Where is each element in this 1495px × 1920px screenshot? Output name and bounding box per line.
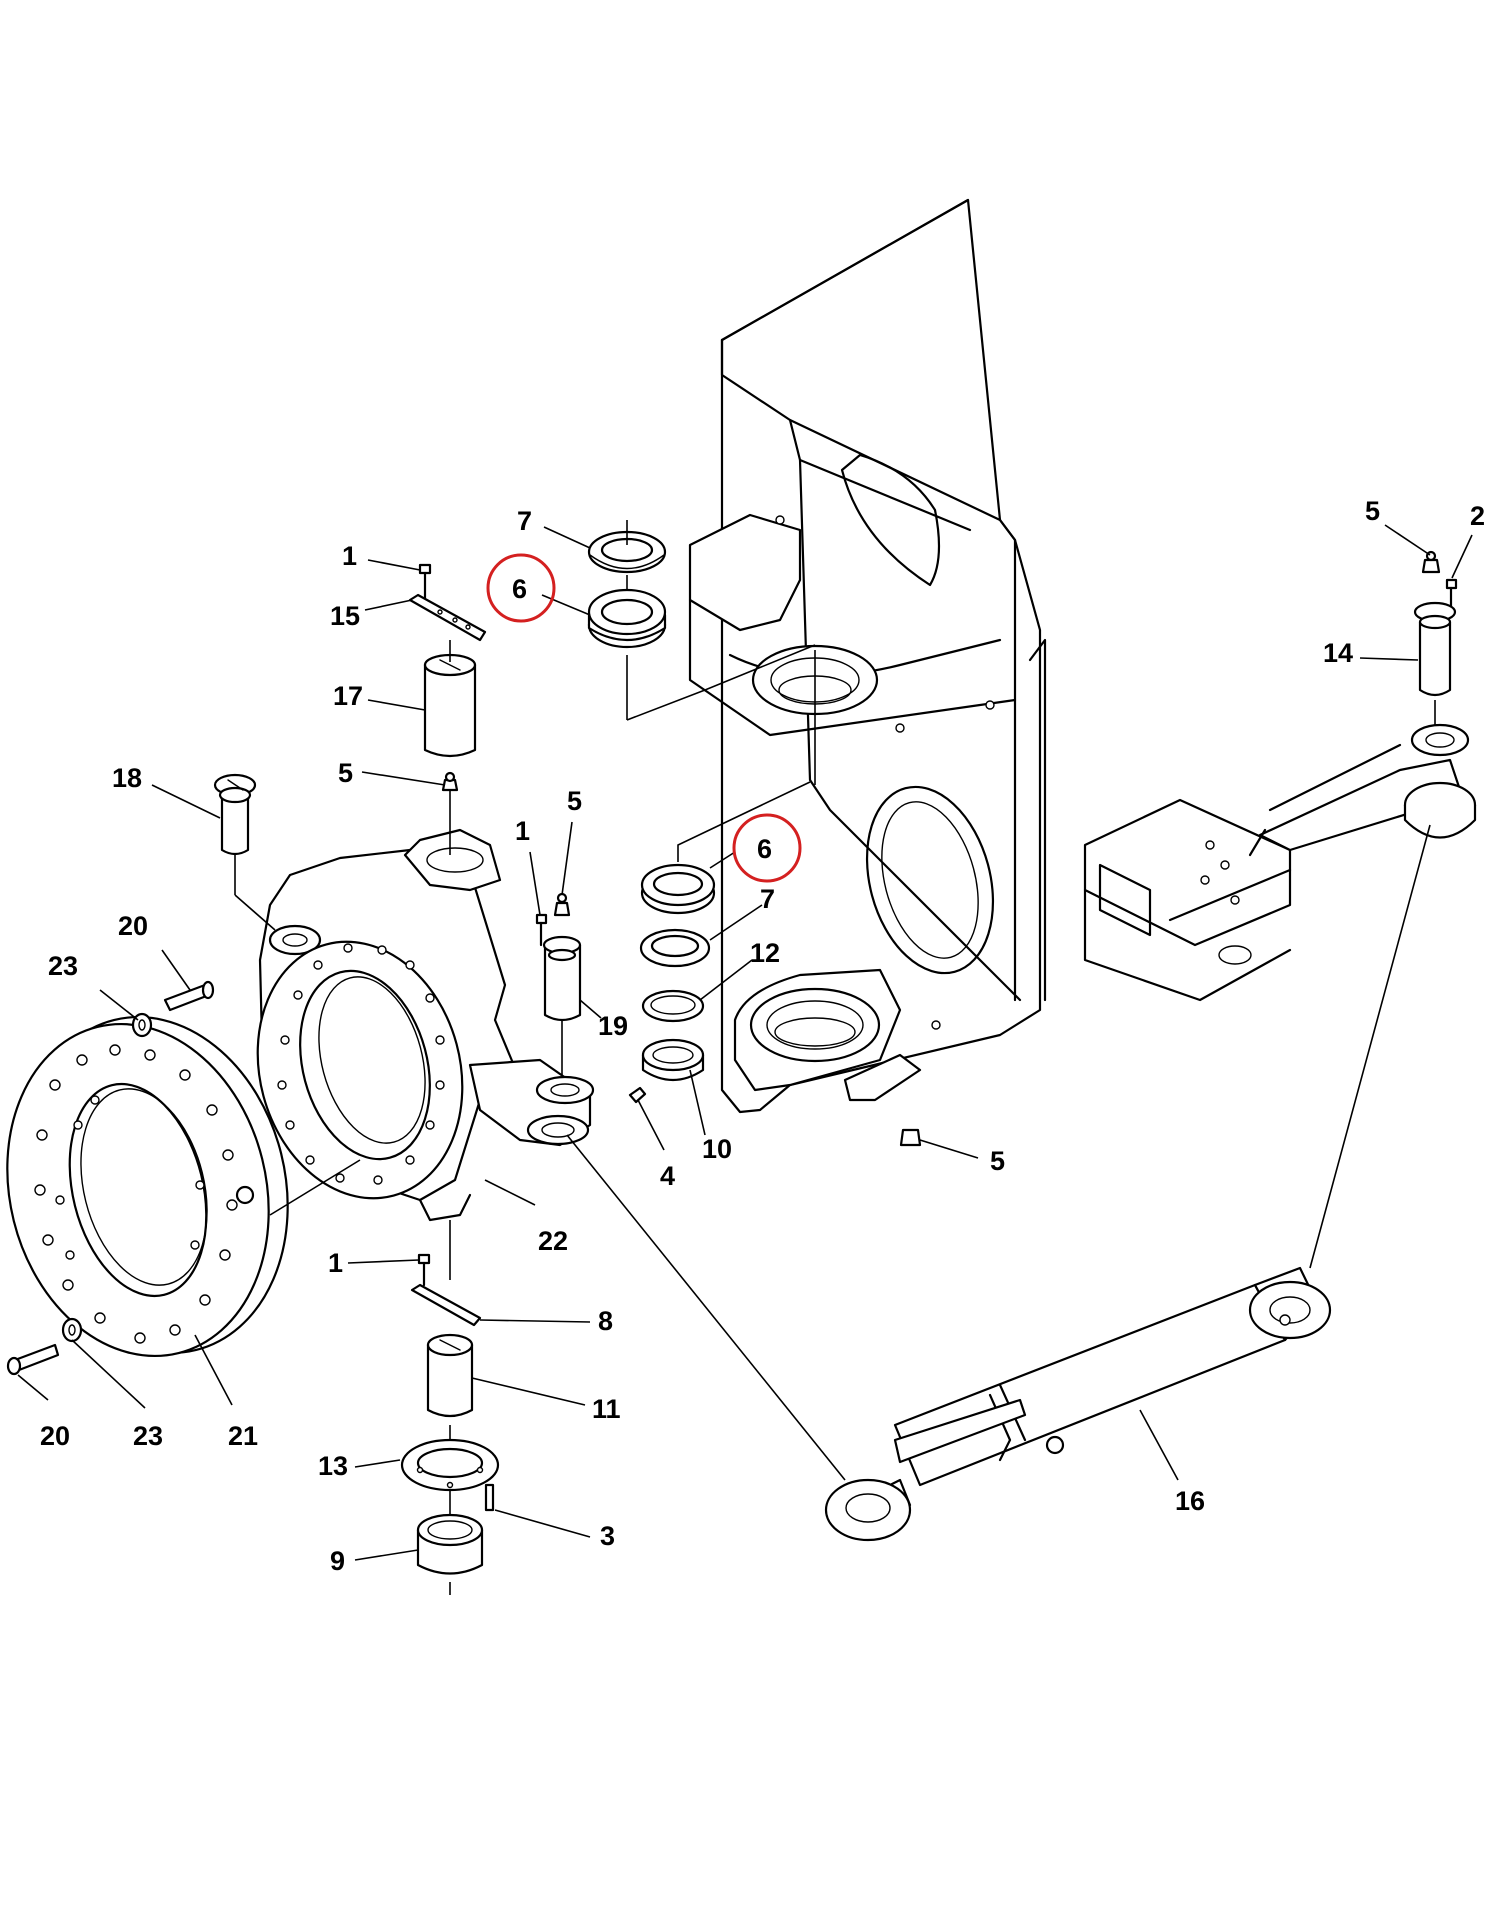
callout-8: 8 (598, 1306, 613, 1336)
steering-knuckle (256, 828, 595, 1222)
part-9-bushing (416, 1513, 484, 1575)
callout-5: 5 (567, 786, 582, 816)
part-15-lock-plate (408, 593, 487, 642)
highlight-circle-lower (732, 813, 802, 883)
callout-9: 9 (330, 1546, 345, 1576)
ring-bolt-holes (34, 1044, 238, 1344)
callout-19: 19 (598, 1011, 628, 1041)
callout-4: 4 (660, 1161, 675, 1191)
part-5-grease-fitting-c (899, 1128, 922, 1147)
part-6-bearing-upper (587, 588, 667, 649)
callout-21: 21 (228, 1421, 258, 1451)
callout-5: 5 (338, 758, 353, 788)
part-7-seal-lower (639, 928, 711, 968)
callout-14: 14 (1323, 638, 1353, 668)
part-14-pin (1413, 601, 1457, 697)
callout-1: 1 (342, 541, 357, 571)
callout-7: 7 (760, 884, 775, 914)
part-16-steering-cylinder (824, 1266, 1332, 1542)
part-3-dowel (484, 1483, 495, 1512)
callout-17: 17 (333, 681, 363, 711)
part-8-lock-plate (410, 1283, 482, 1327)
part-4-plug (628, 1086, 647, 1104)
callout-6: 6 (512, 574, 527, 604)
callout-15: 15 (330, 601, 360, 631)
part-11-kingpin-lower (426, 1333, 474, 1418)
axle-frame (688, 198, 1477, 1114)
leader-lines (17, 524, 1473, 1561)
part-5-grease-fitting-d (1421, 550, 1441, 574)
callout-6: 6 (757, 834, 772, 864)
callout-1: 1 (515, 816, 530, 846)
knuckle-bolt-holes (277, 943, 445, 1185)
callout-13: 13 (318, 1451, 348, 1481)
part-23-washer-lower (61, 1317, 83, 1343)
callout-7: 7 (517, 506, 532, 536)
callout-2: 2 (1470, 501, 1485, 531)
part-19-pin (542, 935, 582, 1022)
part-1-screw-top (418, 563, 432, 602)
part-12-ring (641, 989, 705, 1023)
part-5-grease-fitting-a (441, 771, 459, 792)
callout-20: 20 (118, 911, 148, 941)
callout-11: 11 (592, 1394, 621, 1424)
part-5-grease-fitting-b (553, 892, 571, 917)
callout-16: 16 (1175, 1486, 1205, 1516)
part-18-pin (213, 773, 257, 856)
part-17-kingpin-upper (423, 653, 477, 758)
callout-18: 18 (112, 763, 142, 793)
callout-5: 5 (1365, 496, 1380, 526)
part-20-bolt-upper (163, 980, 215, 1012)
part-1-screw-middle (535, 913, 548, 947)
callout-23: 23 (133, 1421, 163, 1451)
part-10-bushing (641, 1038, 705, 1081)
callout-1: 1 (328, 1248, 343, 1278)
callout-12: 12 (750, 938, 780, 968)
part-13-thrust-washer (400, 1438, 500, 1492)
callout-22: 22 (538, 1226, 568, 1256)
callout-3: 3 (600, 1521, 615, 1551)
callout-23: 23 (48, 951, 78, 981)
assembly-centerlines (234, 520, 1436, 1595)
part-6-bearing-lower (640, 863, 716, 915)
callout-labels: 1 15 17 5 18 7 6 6 7 12 10 4 1 5 19 20 2… (40, 496, 1485, 1576)
callout-20: 20 (40, 1421, 70, 1451)
callout-10: 10 (702, 1134, 732, 1164)
hub-flange-ring (6, 1015, 289, 1358)
callout-5: 5 (990, 1146, 1005, 1176)
part-20-bolt-lower (6, 1343, 60, 1376)
part-1-screw-lower (417, 1253, 431, 1287)
highlight-circle-upper (486, 553, 556, 623)
